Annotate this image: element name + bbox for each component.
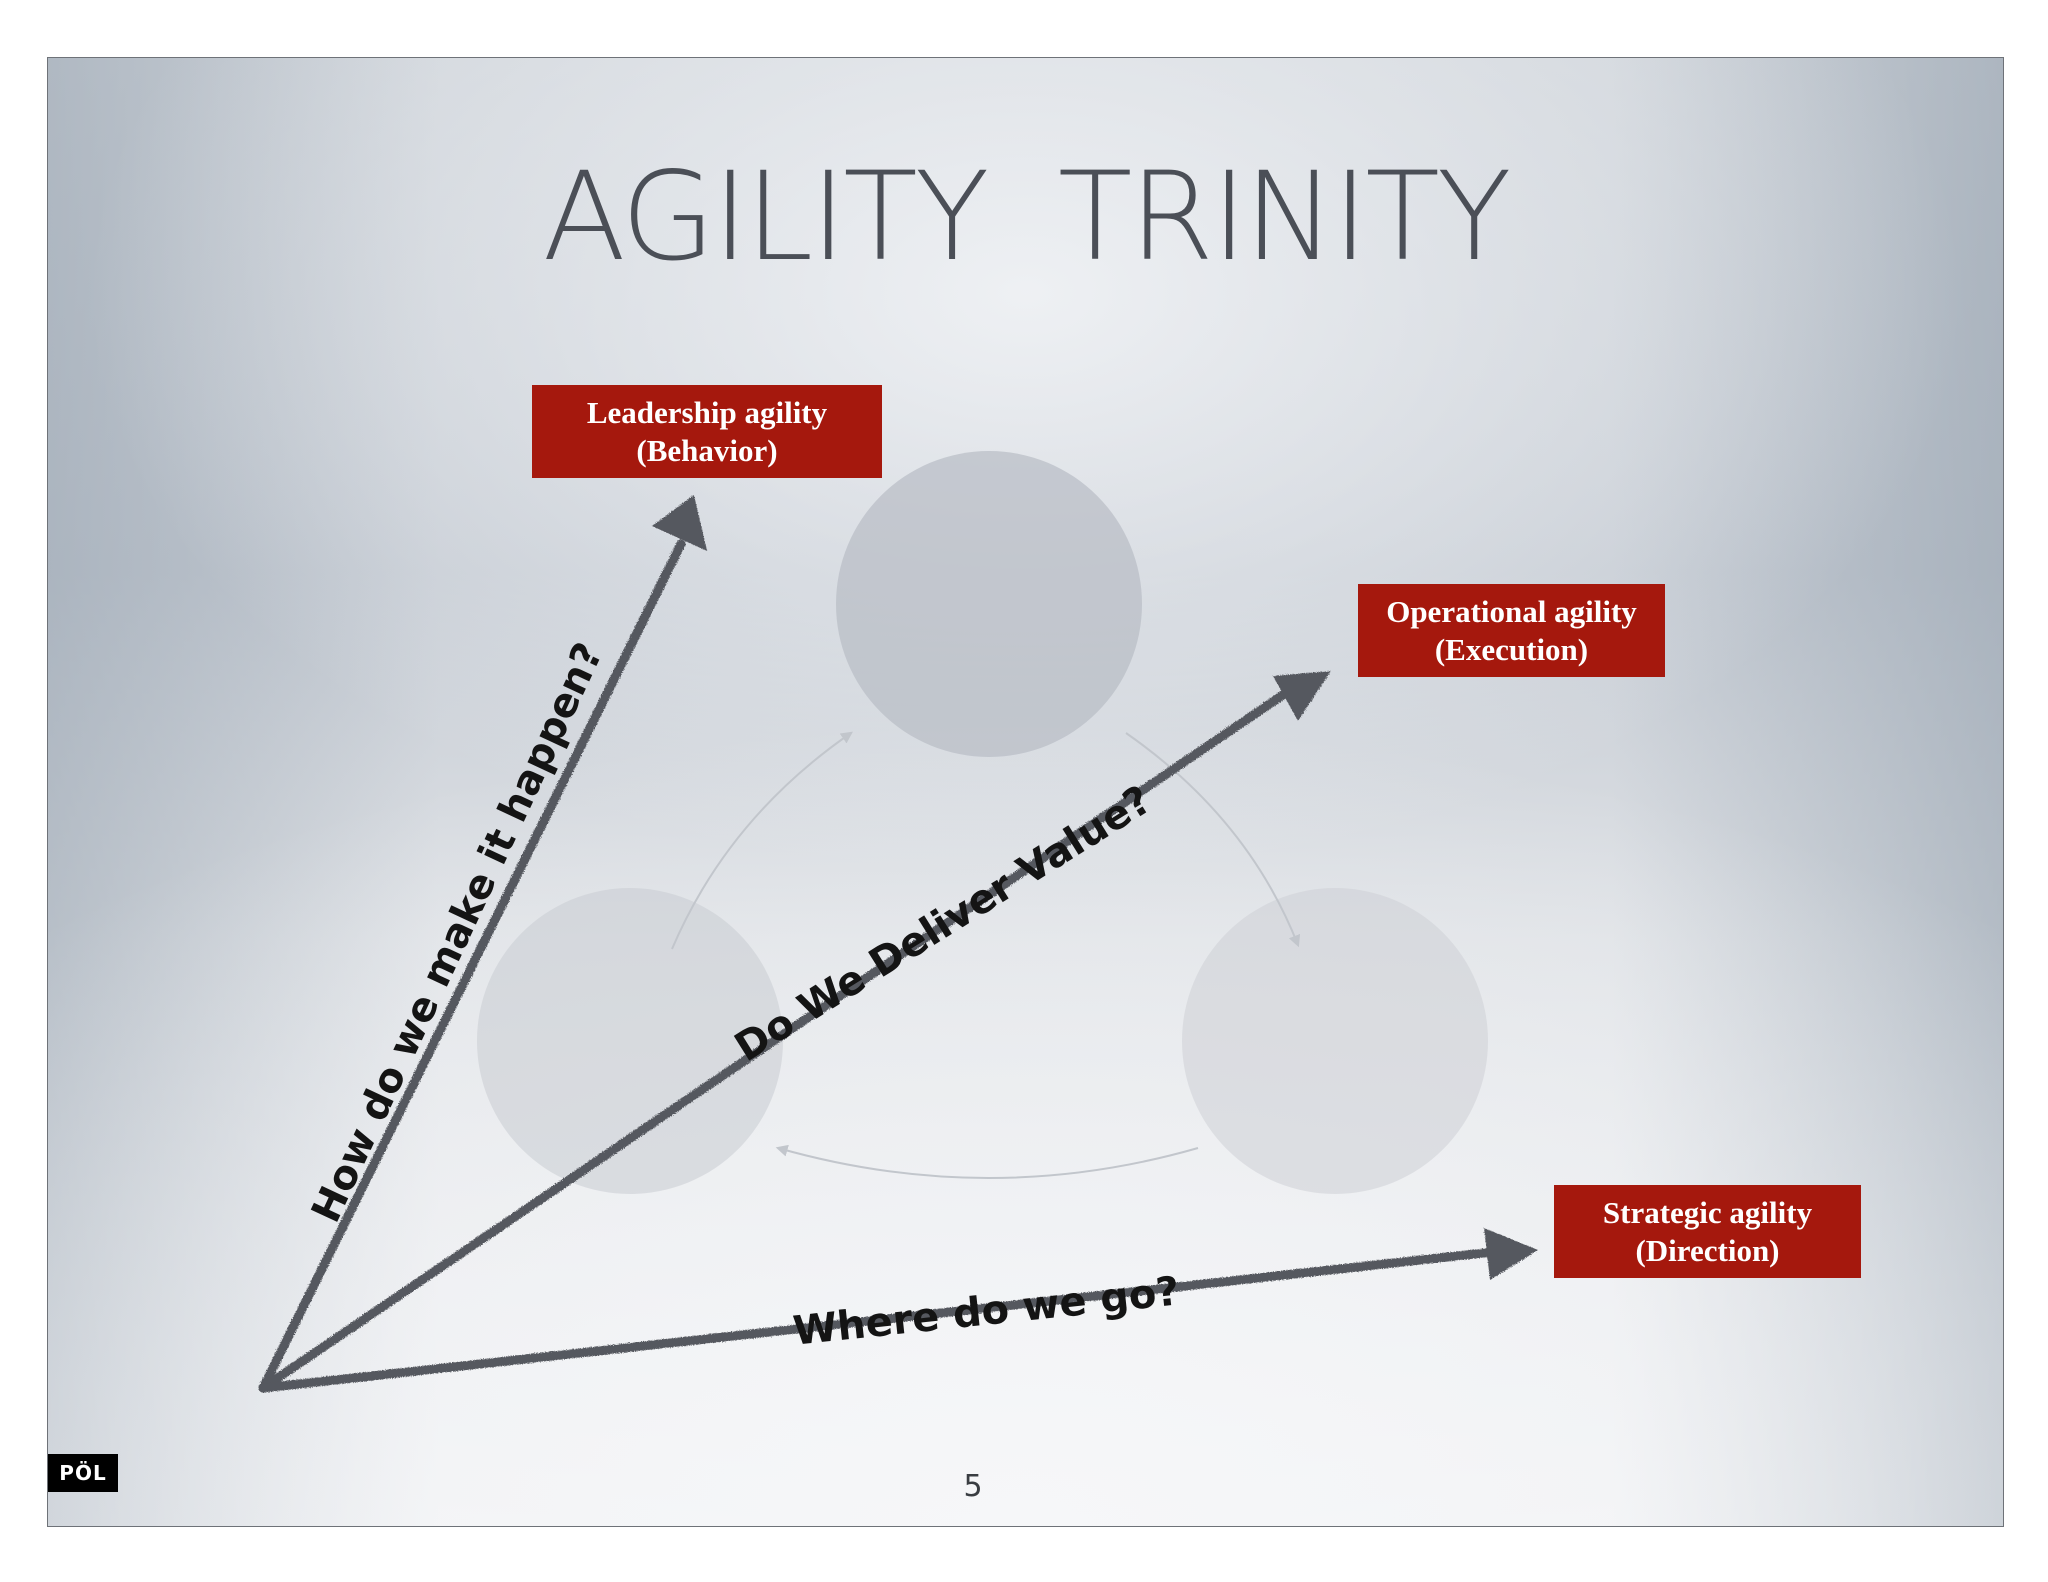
background-cycle <box>477 451 1488 1194</box>
strategic-agility-subtitle: (Direction) <box>1635 1232 1780 1268</box>
arrowhead-how <box>652 495 707 551</box>
page-number: 5 <box>963 1469 983 1504</box>
cycle-circle-left <box>477 888 783 1194</box>
operational-agility-box: Operational agility (Execution) <box>1358 584 1665 677</box>
arrow-where <box>258 1247 1498 1393</box>
direction-arrows <box>258 495 1538 1393</box>
cycle-circle-right <box>1182 888 1488 1194</box>
arrowhead-deliver <box>1273 671 1331 721</box>
strategic-agility-box: Strategic agility (Direction) <box>1554 1185 1861 1278</box>
slide-background <box>48 58 2003 1526</box>
operational-agility-subtitle: (Execution) <box>1434 631 1589 667</box>
slide-title: AGILITY TRINITY <box>542 146 1512 288</box>
leadership-agility-title: Leadership agility <box>586 394 828 430</box>
arrow-how <box>258 539 686 1393</box>
arrowhead-where <box>1484 1228 1538 1280</box>
slide: AGILITY TRINITY <box>47 57 2004 1527</box>
leadership-agility-box: Leadership agility (Behavior) <box>532 385 882 478</box>
strategic-agility-title: Strategic agility <box>1602 1194 1813 1230</box>
operational-agility-title: Operational agility <box>1386 593 1637 629</box>
leadership-agility-subtitle: (Behavior) <box>636 432 778 468</box>
trinity-diagram <box>258 451 1538 1393</box>
cycle-arc-left-top <box>671 731 853 950</box>
cycle-arc-top-right <box>1125 732 1301 948</box>
arrow-deliver <box>258 683 1298 1393</box>
cycle-arc-right-left <box>775 1144 1199 1179</box>
cycle-circle-top <box>836 451 1142 757</box>
pol-logo: PÖL <box>48 1454 118 1492</box>
